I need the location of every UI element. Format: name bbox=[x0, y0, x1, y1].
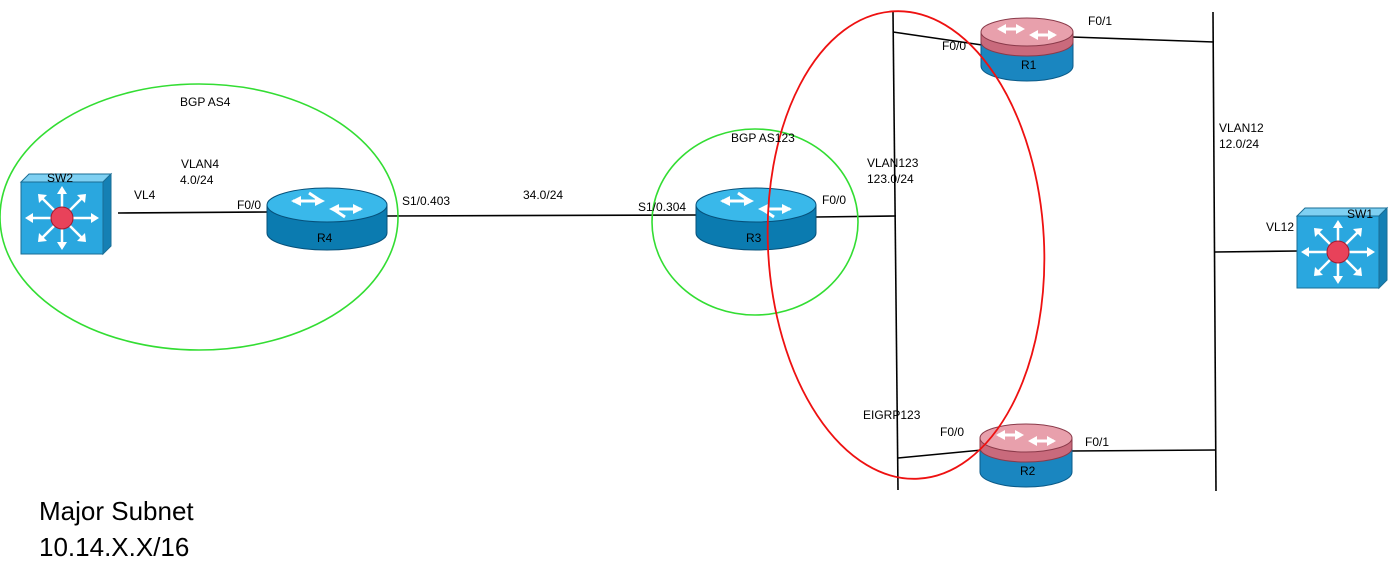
link-r3-vlan123 bbox=[815, 215, 897, 218]
subnet-label-vlan123: 123.0/24 bbox=[867, 172, 914, 186]
zone-label-bgp-as4: BGP AS4 bbox=[180, 95, 231, 109]
port-label-r1-f00: F0/0 bbox=[942, 39, 966, 53]
port-label-r2-f00: F0/0 bbox=[940, 425, 964, 439]
subnet-label-vlan4: 4.0/24 bbox=[180, 173, 214, 187]
zone-label-bgp-as123: BGP AS123 bbox=[731, 131, 795, 145]
link-r1-vlan12 bbox=[1071, 36, 1215, 43]
bus-vlan12 bbox=[1212, 11, 1217, 492]
zone-bgp-as123 bbox=[651, 128, 859, 316]
device-label-sw2: SW2 bbox=[47, 171, 73, 185]
link-serial-r4-r3 bbox=[385, 214, 699, 217]
device-label-r4: R4 bbox=[317, 231, 333, 245]
multilayer-switch-icon bbox=[1295, 206, 1389, 290]
port-label-sw1-vl12: VL12 bbox=[1266, 220, 1294, 234]
link-vlan12-sw1 bbox=[1214, 250, 1299, 253]
port-label-r3-f00: F0/0 bbox=[822, 193, 846, 207]
vlan-label-vlan12: VLAN12 bbox=[1219, 121, 1264, 135]
device-label-r2: R2 bbox=[1020, 464, 1036, 478]
major-subnet-value: 10.14.X.X/16 bbox=[39, 532, 189, 562]
multilayer-switch-icon bbox=[19, 172, 113, 256]
port-label-r4-f00: F0/0 bbox=[237, 198, 261, 212]
subnet-label-serial: 34.0/24 bbox=[523, 188, 563, 202]
router-r1: R1 bbox=[979, 16, 1075, 83]
vlan-label-vlan4: VLAN4 bbox=[181, 157, 219, 171]
link-sw2-r4 bbox=[117, 211, 269, 214]
device-label-r3: R3 bbox=[746, 231, 762, 245]
device-label-sw1: SW1 bbox=[1347, 207, 1373, 221]
device-label-r1: R1 bbox=[1021, 58, 1037, 72]
link-vlan123-r2 bbox=[897, 449, 983, 459]
link-vlan123-r1 bbox=[892, 31, 983, 46]
port-label-sw2-vl4: VL4 bbox=[134, 188, 156, 202]
switch-sw2: SW2 bbox=[19, 171, 113, 256]
vlan-label-vlan123: VLAN123 bbox=[867, 156, 919, 170]
bus-vlan123 bbox=[892, 11, 899, 491]
link-r2-vlan12 bbox=[1069, 449, 1217, 452]
zone-bgp-as4 bbox=[0, 83, 399, 351]
switch-sw1: SW1 bbox=[1295, 206, 1389, 290]
subnet-label-vlan12: 12.0/24 bbox=[1219, 137, 1259, 151]
port-label-r1-f01: F0/1 bbox=[1088, 14, 1112, 28]
zone-label-eigrp123: EIGRP123 bbox=[863, 408, 921, 422]
major-subnet-title: Major Subnet bbox=[39, 496, 194, 526]
port-label-r2-f01: F0/1 bbox=[1085, 435, 1109, 449]
router-r3: R3 bbox=[694, 186, 818, 252]
router-r2: R2 bbox=[978, 422, 1074, 489]
port-label-r3-s1: S1/0.304 bbox=[638, 200, 686, 214]
router-r4: R4 bbox=[265, 186, 389, 252]
port-label-r4-s1: S1/0.403 bbox=[402, 194, 450, 208]
zone-eigrp123 bbox=[766, 10, 1046, 480]
